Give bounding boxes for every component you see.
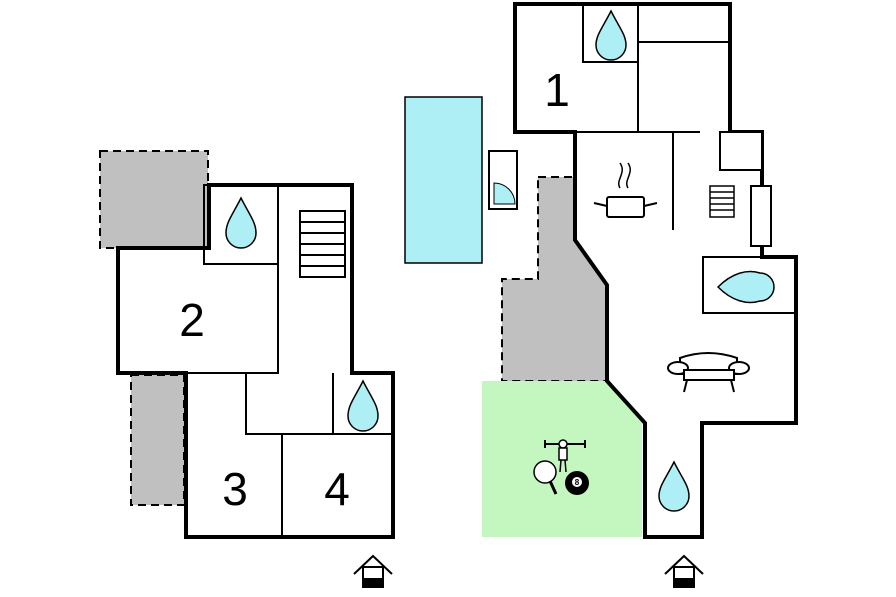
billiard-ball-label: 8 [575, 478, 580, 487]
water-drop-icon [347, 379, 379, 432]
sofa-icon [667, 352, 750, 393]
interior-walls-left [186, 185, 393, 537]
stairs-icon [709, 185, 735, 218]
interior-walls-right [575, 4, 762, 258]
room-number-4: 4 [324, 463, 350, 515]
room-number-3: 3 [222, 463, 248, 515]
billiard-ball-icon: 8 [565, 471, 589, 495]
bathroom-right [702, 256, 797, 314]
door-swing-icon [488, 150, 518, 210]
water-drop-icon [658, 460, 690, 512]
window-panel [750, 185, 772, 247]
table-tennis-icon [533, 460, 558, 495]
water-drop-icon [595, 9, 627, 61]
floor-plan-left: 2 3 4 [99, 150, 395, 588]
swimming-pool [404, 96, 483, 264]
stairs-icon [299, 210, 346, 278]
table-football-icon [544, 439, 586, 473]
terrace-upper-left [99, 150, 209, 249]
water-drop-icon [225, 196, 257, 249]
cooking-pot-icon [593, 162, 658, 218]
floor-plan-right: 8 1 [404, 2, 798, 588]
kitchen-unit [719, 131, 763, 171]
outer-wall-left [116, 183, 395, 539]
room-number-1: 1 [544, 64, 570, 116]
bathroom-upper-left [203, 184, 279, 265]
entrance-icon [353, 554, 393, 588]
terrace-lower-left [130, 374, 185, 506]
room-number-2: 2 [179, 294, 205, 346]
entrance-icon [664, 554, 704, 588]
water-drop-icon [716, 270, 775, 304]
